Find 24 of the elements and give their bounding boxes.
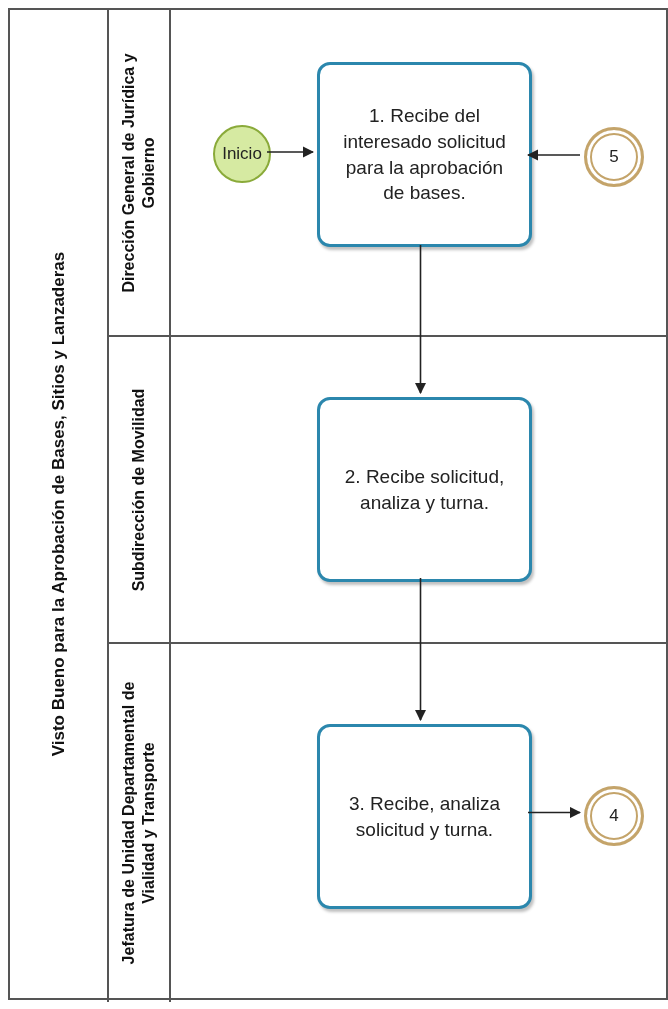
pool-title: Visto Bueno para la Aprobación de Bases, Sitios y Lanzaderas [48,251,68,757]
lane-label: Subdirección de Movilidad [130,388,147,591]
pool-box [8,8,668,1000]
event-label: Inicio [222,144,262,164]
task-text: 2. Recibe solicitud, analiza y turna. [343,464,506,515]
task-text: 3. Recibe, analiza solicitud y turna. [347,791,501,842]
arrow [414,577,427,722]
start-event-circle [213,125,271,183]
link-event-circle [584,127,644,187]
lane-label: Jefatura de Unidad Departamental de Vialidad y Transporte [120,681,157,965]
task-box [317,397,532,582]
arrow [526,149,581,161]
lane-label: Dirección General de Jurídica y Gobierno [120,52,157,293]
task-box [317,724,532,909]
arrow [266,146,315,158]
task-text: 1. Recibe del interesado solicitud para la aprobación de bases. [342,104,507,206]
task-box [317,62,532,247]
swimlane [107,335,668,642]
event-label: 4 [609,806,619,826]
swimlane [107,642,668,1002]
event-label: 5 [609,147,619,167]
arrow [527,806,582,819]
link-event-circle [584,786,644,846]
arrow [414,244,427,395]
